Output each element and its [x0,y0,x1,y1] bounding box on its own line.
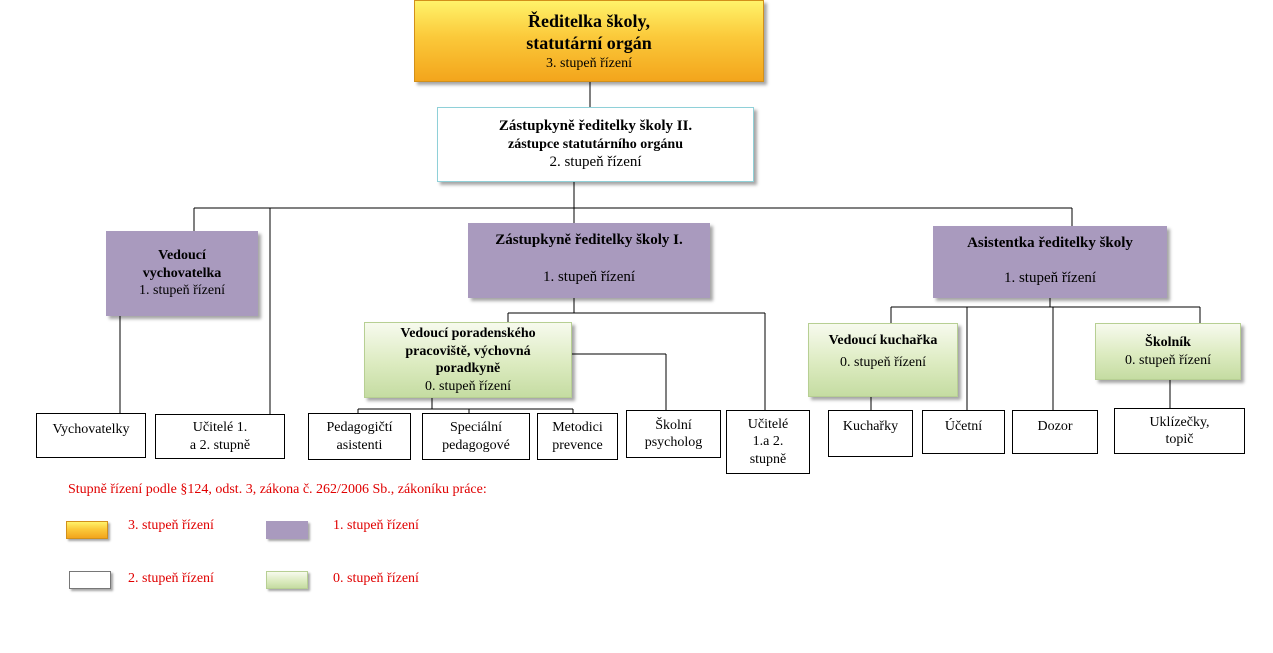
teachers-a-box: Učitelé 1. a 2. stupně [155,414,285,459]
ped-assistants-label-line2: asistenti [336,437,383,453]
assistant-level: 1. stupeň řízení [1003,269,1097,286]
educators-box: Vychovatelky [36,413,146,458]
cooks-label: Kuchařky [842,419,899,434]
teachers-b-label-line2: 1.a 2. [752,434,784,450]
legend-title: Stupně řízení podle §124, odst. 3, zákon… [68,482,487,497]
janitor-title: Školník [1145,335,1191,350]
counseling-head-box: Vedoucí poradenského pracoviště, výchovn… [364,322,572,398]
teachers-a-label-line1: Učitelé 1. [192,420,248,435]
special-pedagogues-box: Speciální pedagogové [422,413,530,460]
janitor-box: Školník 0. stupeň řízení [1095,323,1241,380]
legend-label-level1: 1. stupeň řízení [333,518,419,533]
legend-swatch-level1 [266,521,308,539]
director-title-line2: statutární orgán [526,33,652,54]
special-pedagogues-label-line2: pedagogové [442,437,510,453]
accountant-box: Účetní [922,410,1005,454]
deputy2-level: 2. stupeň řízení [549,154,642,171]
head-educator-level: 1. stupeň řízení [139,283,225,299]
deputy1-title: Zástupkyně ředitelky školy I. [495,232,683,248]
psychologist-label-line2: psycholog [644,435,703,450]
janitor-level: 0. stupeň řízení [1125,352,1211,368]
legend-swatch-level0 [266,571,308,589]
supervision-box: Dozor [1012,410,1098,454]
psychologist-box: Školní psycholog [626,410,721,458]
deputy2-title-line2: zástupce statutárního orgánu [507,136,683,152]
head-educator-title-line2: vychovatelka [142,265,222,281]
psychologist-label-line1: Školní [655,417,692,433]
assistant-box: Asistentka ředitelky školy 1. stupeň říz… [933,226,1167,298]
prevention-label-line2: prevence [552,437,603,453]
accountant-label: Účetní [944,419,983,434]
director-title-line1: Ředitelka školy, [527,10,651,31]
counseling-head-level: 0. stupeň řízení [425,378,511,394]
cleaners-box: Uklízečky, topič [1114,408,1245,454]
educators-label: Vychovatelky [52,422,130,437]
deputy1-box: Zástupkyně ředitelky školy I. 1. stupeň … [468,223,710,298]
head-educator-box: Vedoucí vychovatelka 1. stupeň řízení [106,231,258,316]
counseling-head-title-line1: Vedoucí poradenského [400,326,536,341]
cleaners-label-line1: Uklízečky, [1149,414,1210,430]
legend-label-level3: 3. stupeň řízení [128,518,214,533]
ped-assistants-box: Pedagogičtí asistenti [308,413,411,460]
special-pedagogues-label-line1: Speciální [449,420,503,435]
teachers-b-label-line3: stupně [749,451,787,467]
head-educator-title-line1: Vedoucí [158,248,206,264]
teachers-a-label-line2: a 2. stupně [189,437,251,453]
head-cook-box: Vedoucí kuchařka 0. stupeň řízení [808,323,958,397]
counseling-head-title-line2: pracoviště, výchovná [405,343,531,359]
teachers-b-box: Učitelé 1.a 2. stupně [726,410,810,474]
deputy2-box: Zástupkyně ředitelky školy II. zástupce … [437,107,754,182]
director-level: 3. stupeň řízení [546,55,632,71]
head-cook-title: Vedoucí kuchařka [828,333,938,348]
director-box: Ředitelka školy, statutární orgán 3. stu… [414,0,764,82]
teachers-b-label-line1: Učitelé [747,416,789,432]
legend-label-level2: 2. stupeň řízení [128,571,214,586]
head-cook-level: 0. stupeň řízení [840,354,926,370]
legend-swatch-level3 [66,521,108,539]
ped-assistants-label-line1: Pedagogičtí [326,420,393,435]
prevention-box: Metodici prevence [537,413,618,460]
deputy2-title-line1: Zástupkyně ředitelky školy II. [498,118,693,134]
assistant-title: Asistentka ředitelky školy [967,235,1133,251]
supervision-label: Dozor [1037,419,1073,434]
cooks-box: Kuchařky [828,410,913,457]
legend-label-level0: 0. stupeň řízení [333,571,419,586]
legend-swatch-level2 [69,571,111,589]
prevention-label-line1: Metodici [552,420,603,435]
counseling-head-title-line3: poradkyně [435,361,501,376]
deputy1-level: 1. stupeň řízení [542,268,636,285]
cleaners-label-line2: topič [1165,432,1194,447]
